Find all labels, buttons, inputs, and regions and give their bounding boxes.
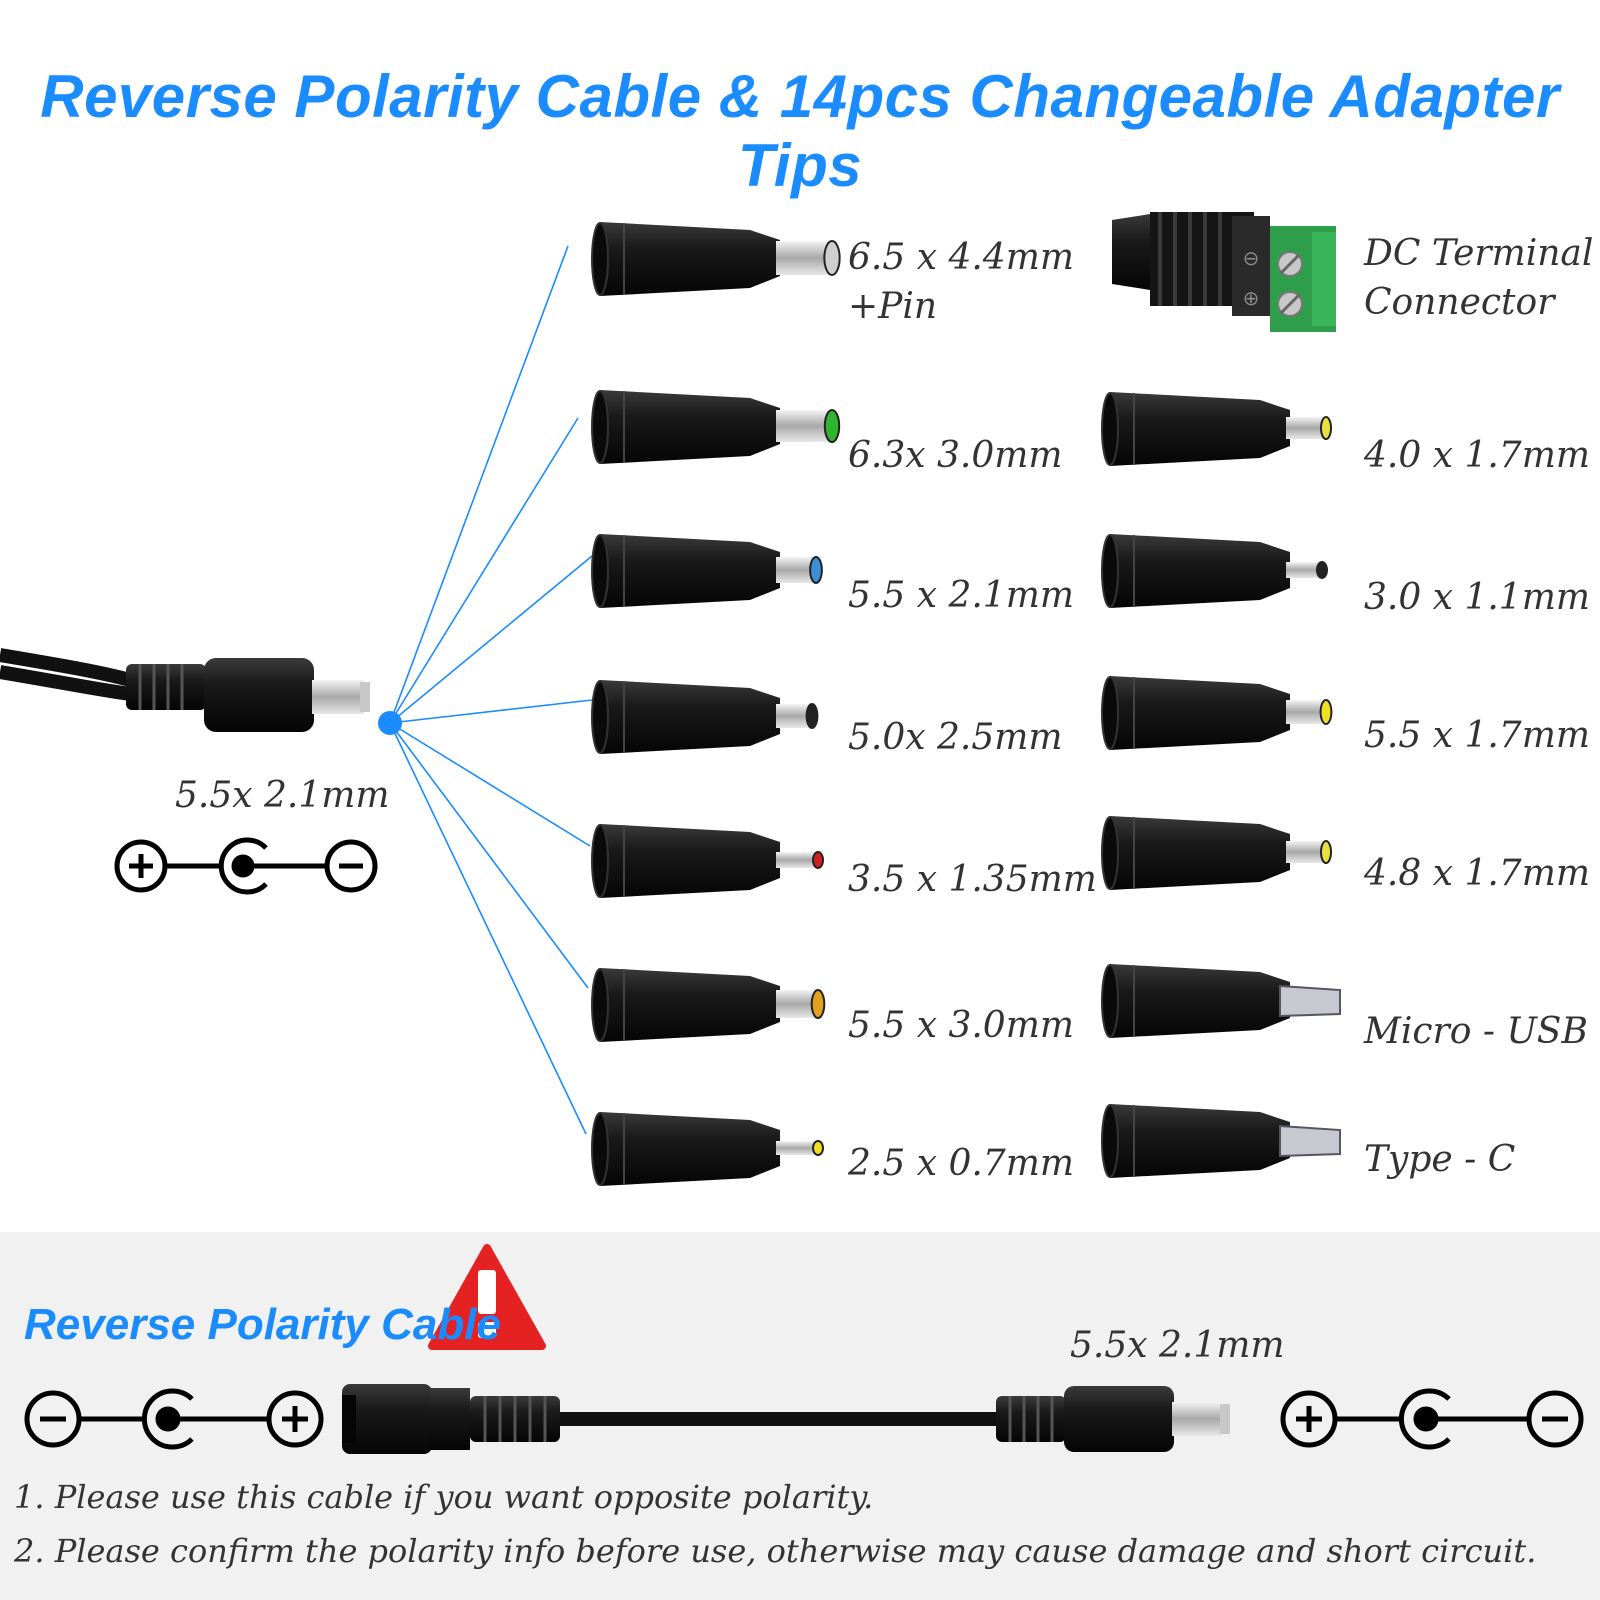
tip-label-6.5x4.4: 6.5 x 4.4mm +Pin bbox=[848, 234, 1074, 331]
tip-label-3.0x1.1: 3.0 x 1.1mm bbox=[1364, 577, 1590, 618]
tip-label-5.5x3.0: 5.5 x 3.0mm bbox=[848, 1005, 1074, 1046]
adapter-tip-icon bbox=[1101, 392, 1332, 466]
reverse-polarity-cable bbox=[342, 1384, 1230, 1454]
tip-label-type-c: Type - C bbox=[1364, 1139, 1516, 1180]
connection-line bbox=[389, 245, 569, 724]
connection-line bbox=[389, 722, 591, 847]
reverse-polarity-title: Reverse Polarity Cable bbox=[24, 1300, 501, 1349]
tip-label-4.0x1.7: 4.0 x 1.7mm bbox=[1364, 435, 1590, 476]
adapter-tip-icon bbox=[1101, 816, 1332, 890]
left-tips-group bbox=[591, 222, 841, 1186]
connection-line bbox=[389, 699, 593, 724]
polarity-symbol-reversed bbox=[24, 1388, 324, 1450]
polarity-symbol-standard bbox=[1280, 1388, 1584, 1450]
tip-label-line1: 6.5 x 4.4mm bbox=[848, 237, 1074, 278]
adapter-tip-icon bbox=[1101, 676, 1333, 750]
adapter-tip-icon bbox=[1101, 534, 1328, 608]
note-2: 2. Please confirm the polarity info befo… bbox=[14, 1532, 1537, 1570]
connection-line bbox=[389, 555, 593, 724]
tip-label-3.5x1.35: 3.5 x 1.35mm bbox=[848, 859, 1097, 900]
svg-text:⊕: ⊕ bbox=[1243, 286, 1260, 310]
right-tips-group bbox=[1101, 392, 1341, 1178]
dc-terminal-connector: ⊖ ⊕ bbox=[1112, 212, 1336, 332]
connection-line bbox=[389, 417, 579, 724]
tip-label-5.5x2.1: 5.5 x 2.1mm bbox=[848, 575, 1074, 616]
tip-label-2.5x0.7: 2.5 x 0.7mm bbox=[848, 1143, 1074, 1184]
adapter-tip-icon bbox=[591, 222, 841, 296]
adapter-tip-icon bbox=[591, 968, 826, 1042]
connection-line bbox=[389, 722, 589, 989]
polarity-symbol-left bbox=[114, 837, 378, 895]
adapter-tip-icon bbox=[1101, 964, 1341, 1038]
adapter-tip-icon bbox=[591, 390, 841, 464]
tip-label-5.0x2.5: 5.0x 2.5mm bbox=[848, 717, 1063, 758]
adapter-tip-icon bbox=[591, 1112, 824, 1186]
tip-label-line2: Connector bbox=[1364, 281, 1555, 323]
note-1: 1. Please use this cable if you want opp… bbox=[14, 1478, 874, 1516]
adapter-tip-icon bbox=[591, 680, 819, 754]
hub-dot bbox=[378, 711, 402, 735]
tip-label-dc-terminal: DC Terminal Connector bbox=[1364, 230, 1593, 327]
tip-label-line1: DC Terminal bbox=[1364, 233, 1594, 274]
page-title: Reverse Polarity Cable & 14pcs Changeabl… bbox=[40, 63, 1560, 199]
tip-label-6.3x3.0: 6.3x 3.0mm bbox=[848, 435, 1063, 476]
main-dc-cable bbox=[0, 648, 370, 732]
adapter-tip-icon bbox=[1101, 1104, 1341, 1178]
warning-icon bbox=[428, 1244, 546, 1350]
tip-label-line2: +Pin bbox=[848, 285, 938, 327]
connection-line bbox=[389, 722, 587, 1135]
main-cable-size-label: 5.5x 2.1mm bbox=[175, 775, 390, 816]
adapter-tip-icon bbox=[591, 534, 823, 608]
connection-lines bbox=[389, 245, 593, 1135]
tip-label-5.5x1.7: 5.5 x 1.7mm bbox=[1364, 715, 1590, 756]
tip-label-micro-usb: Micro - USB bbox=[1364, 1011, 1588, 1052]
reverse-cable-size-label: 5.5x 2.1mm bbox=[1070, 1325, 1285, 1366]
adapter-tip-icon bbox=[591, 824, 824, 898]
tip-label-4.8x1.7: 4.8 x 1.7mm bbox=[1364, 853, 1590, 894]
svg-text:⊖: ⊖ bbox=[1243, 246, 1260, 270]
